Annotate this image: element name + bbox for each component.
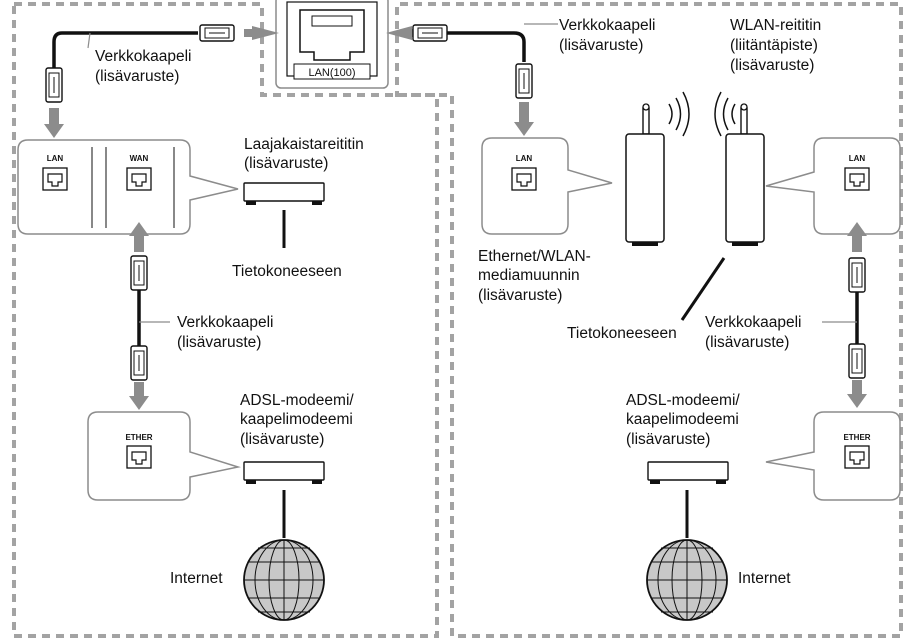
arrow-into-device-right	[386, 26, 412, 40]
left-to-computer-label: Tietokoneeseen	[232, 263, 342, 280]
wlan-router-lan-jack	[844, 167, 870, 191]
wlan-router-label-2: (liitäntäpiste)	[730, 37, 818, 54]
converter-lan-panel: LAN	[481, 137, 613, 235]
router-wan-port-label: WAN	[130, 154, 149, 163]
router-label-1: Laajakaistareititin	[244, 136, 364, 153]
left-top-cable	[52, 31, 198, 100]
left-cable-mid-label-2: (lisävaruste)	[177, 334, 261, 351]
left-ether-jack	[126, 445, 152, 469]
right-internet-globe-icon	[646, 539, 728, 621]
right-cable-mid-label-1: Verkkokaapeli	[705, 314, 802, 331]
left-cable-top-label-1: Verkkokaapeli	[95, 48, 192, 65]
arrow-into-device-left	[252, 26, 279, 40]
left-internet-globe-icon	[243, 539, 325, 621]
left-mid-plug-lower	[130, 345, 148, 381]
left-ether-port-label: ETHER	[125, 433, 152, 442]
converter-lan-jack	[511, 167, 537, 191]
left-region-outline	[12, 2, 439, 638]
wlan-router-label-1: WLAN-reititin	[730, 17, 821, 34]
converter-label-2: mediamuunnin	[478, 267, 580, 284]
left-cable-mid-label-1: Verkkokaapeli	[177, 314, 274, 331]
arrow-down-to-router-lan	[44, 124, 64, 138]
left-modem-icon	[243, 461, 325, 484]
arrow-down-to-modem-ether	[129, 396, 149, 410]
wlan-router-lan-panel: LAN	[765, 137, 901, 235]
converter-lan-port-label: LAN	[516, 154, 533, 163]
wlan-converter-device-icon	[625, 91, 690, 246]
router-lan-port-label: LAN	[47, 154, 64, 163]
router-lan-jack	[42, 167, 68, 191]
right-modem-label-2: kaapelimodeemi	[626, 411, 739, 428]
wlan-router-label-3: (lisävaruste)	[730, 57, 814, 74]
right-region-outline	[395, 2, 903, 638]
left-top-plug-horizontal	[199, 24, 235, 42]
lan-port-label: LAN(100)	[308, 67, 355, 79]
router-label-2: (lisävaruste)	[244, 155, 328, 172]
broadband-router-icon	[243, 182, 325, 205]
arrow-up-to-router-wan	[129, 222, 149, 236]
right-top-plug-horizontal	[412, 24, 448, 42]
right-top-cable	[447, 31, 526, 62]
router-ports-panel: LAN WAN	[17, 139, 239, 235]
right-top-plug-vertical	[515, 63, 533, 99]
left-top-plug-vertical	[45, 67, 63, 103]
left-modem-ether-panel: ETHER	[87, 411, 241, 501]
right-modem-icon	[647, 461, 729, 484]
device-lan-port: LAN(100)	[275, 0, 389, 89]
right-mid-plug-lower	[848, 343, 866, 379]
left-modem-label-3: (lisävaruste)	[240, 431, 324, 448]
right-mid-plug-upper	[848, 257, 866, 293]
wlan-router-device-icon	[714, 91, 765, 246]
arrow-down-to-converter-lan	[514, 122, 534, 136]
right-cable-top-label-1: Verkkokaapeli	[559, 17, 656, 34]
right-ether-port-label: ETHER	[843, 433, 870, 442]
right-modem-ether-panel: ETHER	[765, 411, 901, 501]
converter-label-1: Ethernet/WLAN-	[478, 248, 591, 265]
right-modem-label-3: (lisävaruste)	[626, 431, 710, 448]
left-cable-top-label-2: (lisävaruste)	[95, 68, 179, 85]
right-internet-label: Internet	[738, 570, 791, 587]
converter-label-3: (lisävaruste)	[478, 287, 562, 304]
right-ether-jack	[844, 445, 870, 469]
left-modem-label-1: ADSL-modeemi/	[240, 392, 354, 409]
left-modem-label-2: kaapelimodeemi	[240, 411, 353, 428]
wlan-router-lan-port-label: LAN	[849, 154, 866, 163]
left-internet-label: Internet	[170, 570, 223, 587]
right-modem-label-1: ADSL-modeemi/	[626, 392, 740, 409]
arrow-down-to-right-modem-ether	[847, 394, 867, 408]
right-cable-top-label-2: (lisävaruste)	[559, 37, 643, 54]
router-wan-jack	[126, 167, 152, 191]
right-cable-mid-label-2: (lisävaruste)	[705, 334, 789, 351]
right-to-computer-label: Tietokoneeseen	[567, 325, 677, 342]
left-mid-plug-upper	[130, 255, 148, 291]
arrow-up-to-wlan-router-lan	[847, 222, 867, 236]
